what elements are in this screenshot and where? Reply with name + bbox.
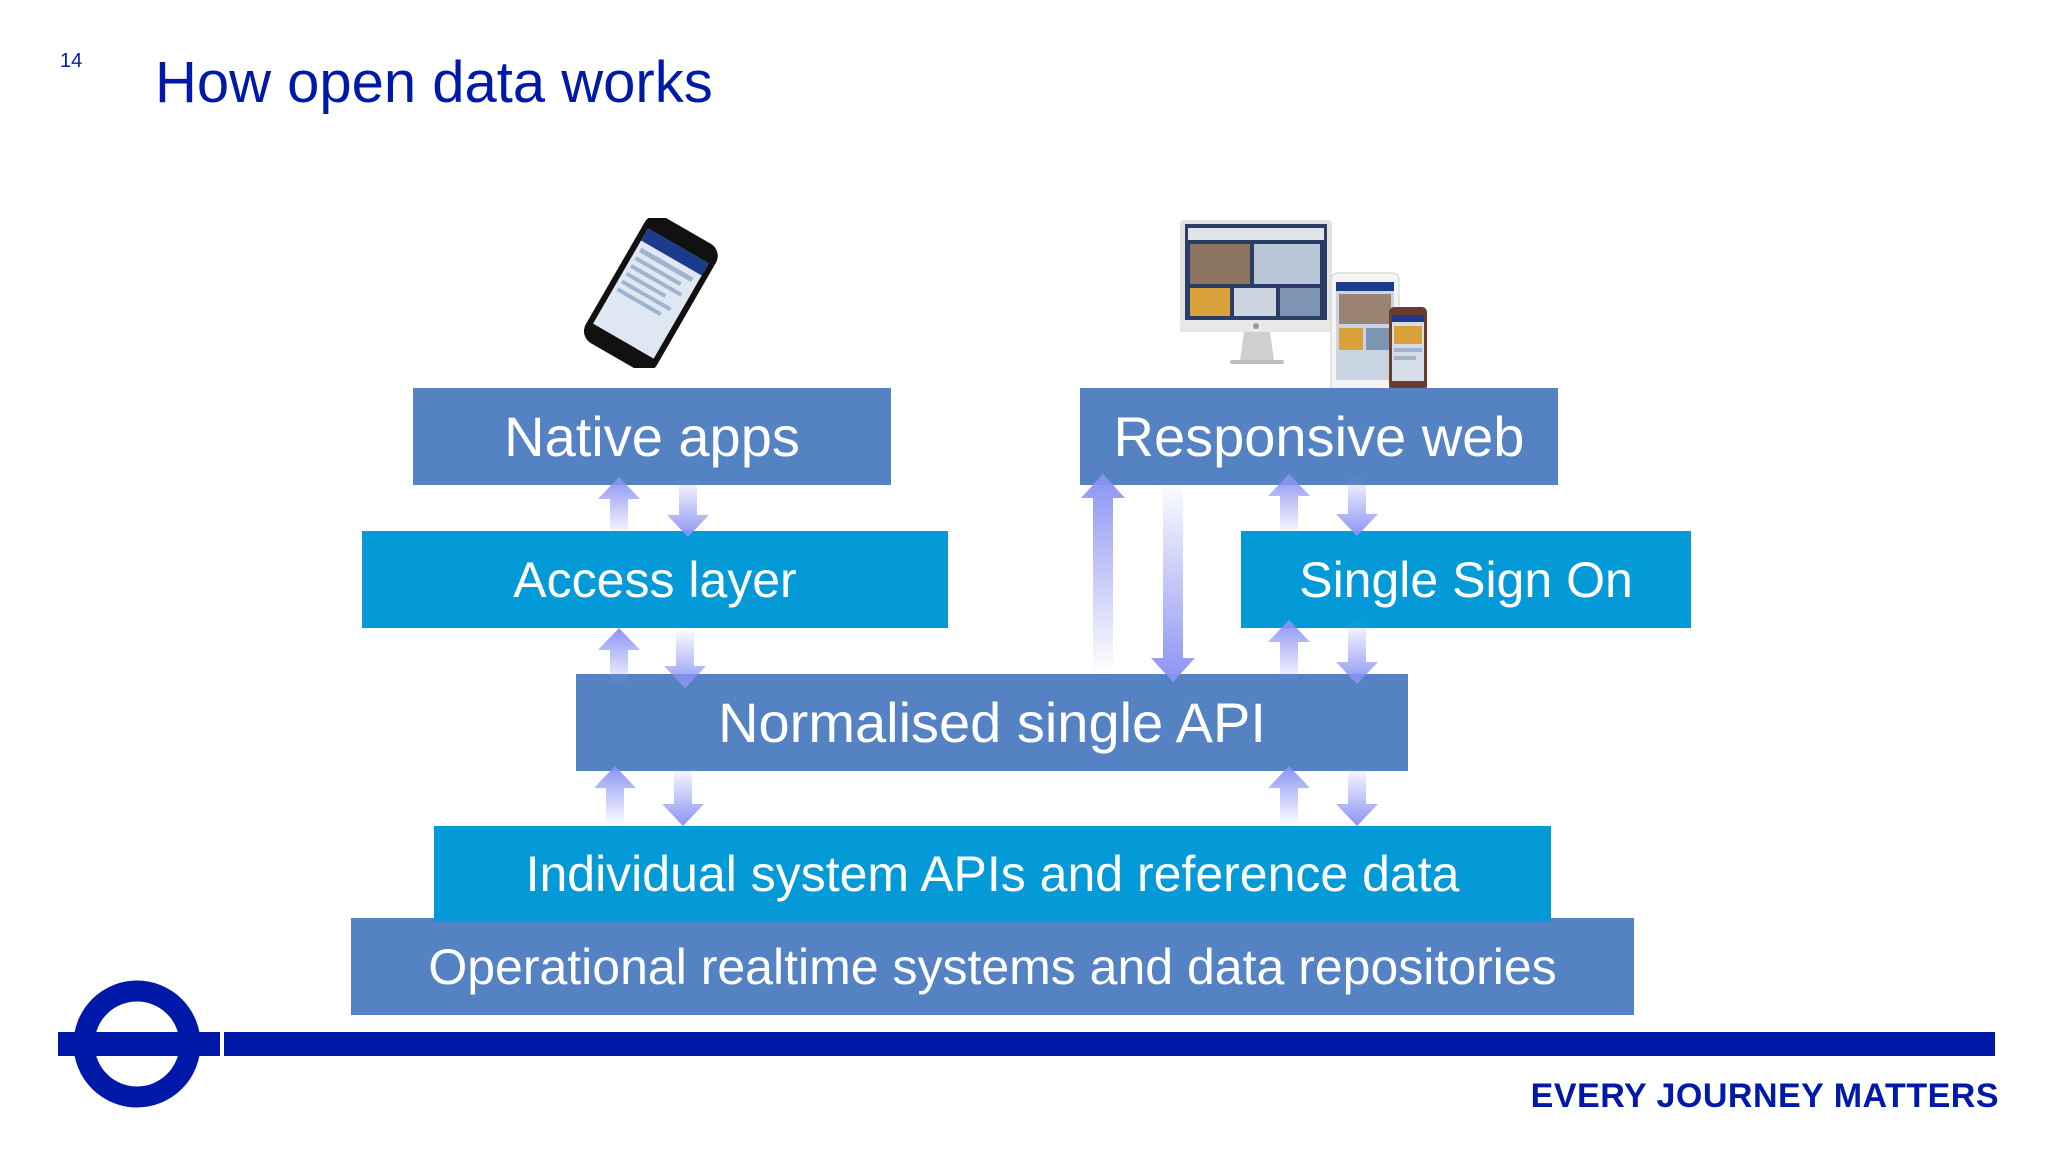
slide-title: How open data works bbox=[155, 50, 713, 115]
arrow-up-api-to-responsive-web bbox=[1081, 474, 1125, 674]
footer-rule bbox=[224, 1032, 1995, 1056]
small-phone-icon bbox=[1389, 307, 1427, 391]
single-sign-on-box: Single Sign On bbox=[1241, 531, 1691, 628]
roundel-logo bbox=[58, 980, 220, 1108]
arrow-down-api-to-individual-right bbox=[1336, 766, 1378, 826]
operational-systems-box: Operational realtime systems and data re… bbox=[351, 918, 1634, 1015]
slide-number: 14 bbox=[60, 50, 83, 72]
native-apps-box: Native apps bbox=[413, 388, 891, 485]
normalised-api-box: Normalised single API bbox=[576, 674, 1408, 771]
arrow-up-individual-to-api-left bbox=[594, 766, 636, 826]
tablet-icon bbox=[1330, 272, 1400, 392]
arrow-down-responsive-web-to-api bbox=[1151, 480, 1195, 682]
arrow-up-api-to-sso bbox=[1268, 620, 1310, 684]
arrow-down-native-to-access bbox=[667, 477, 709, 537]
arrow-down-sso-to-api bbox=[1336, 620, 1378, 684]
arrow-up-individual-to-api-right bbox=[1268, 766, 1310, 826]
individual-apis-box: Individual system APIs and reference dat… bbox=[434, 826, 1551, 922]
arrow-down-access-to-api bbox=[664, 628, 706, 688]
access-layer-box: Access layer bbox=[362, 531, 948, 628]
arrow-up-api-to-access bbox=[598, 628, 640, 688]
arrow-up-access-to-native bbox=[598, 477, 640, 537]
footer-tagline: EVERY JOURNEY MATTERS bbox=[1530, 1077, 1999, 1115]
arrow-down-api-to-individual-left bbox=[662, 766, 704, 826]
arrow-down-responsive-web-to-sso bbox=[1336, 474, 1378, 536]
arrow-up-sso-to-responsive-web bbox=[1268, 474, 1310, 536]
smartphone-icon bbox=[583, 218, 718, 368]
desktop-monitor-icon bbox=[1180, 220, 1332, 364]
responsive-web-box: Responsive web bbox=[1080, 388, 1558, 485]
